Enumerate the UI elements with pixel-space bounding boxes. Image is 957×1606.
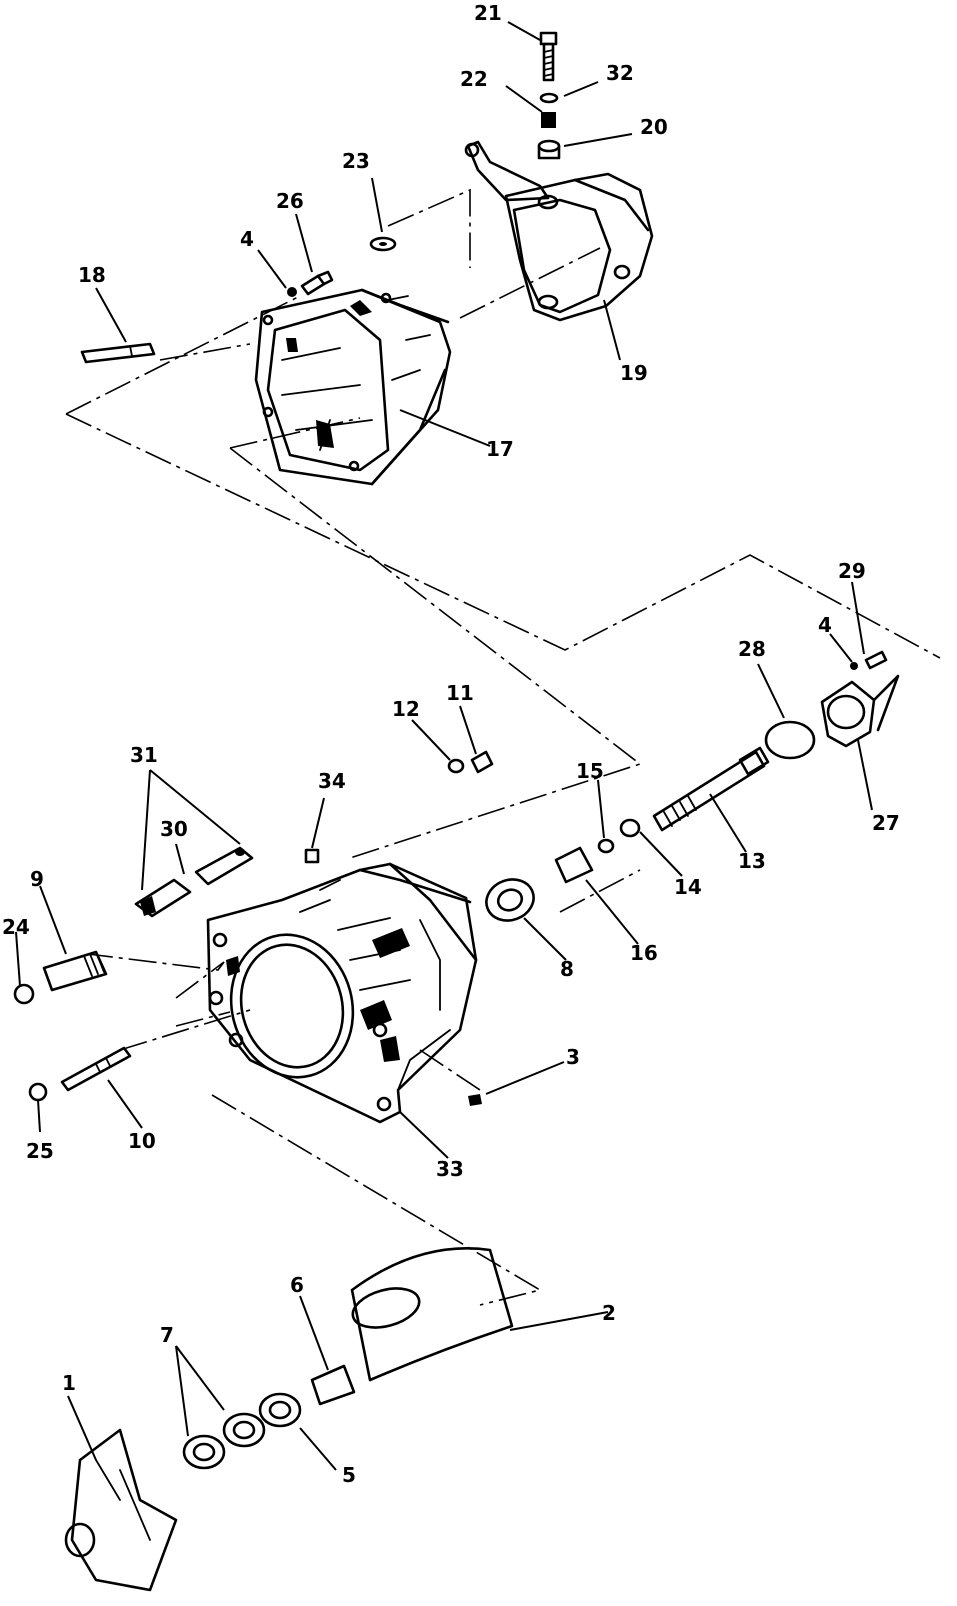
callout-27: 27 <box>872 811 900 835</box>
callout-20: 20 <box>640 115 668 139</box>
drive-shaft-assembly <box>485 650 900 922</box>
small-hardware-middle <box>13 750 494 1106</box>
callout-23: 23 <box>342 149 370 173</box>
part-33-main-housing <box>206 862 478 1124</box>
callout-29: 29 <box>838 559 866 583</box>
callout-5: 5 <box>342 1463 356 1487</box>
callout-4-second: 4 <box>818 613 832 637</box>
callout-2: 2 <box>602 1301 616 1325</box>
callout-6: 6 <box>290 1273 304 1297</box>
callout-3: 3 <box>566 1045 580 1069</box>
callout-18: 18 <box>78 263 106 287</box>
callout-25: 25 <box>26 1139 54 1163</box>
part-19-nozzle <box>464 140 654 322</box>
part-17-housing <box>254 288 452 486</box>
callout-16: 16 <box>630 941 658 965</box>
callout-7: 7 <box>160 1323 174 1347</box>
callout-26: 26 <box>276 189 304 213</box>
callout-10: 10 <box>128 1129 156 1153</box>
callout-14: 14 <box>674 875 702 899</box>
small-hardware-top <box>80 31 561 364</box>
callout-34: 34 <box>318 769 346 793</box>
impeller-wear-ring-assembly <box>64 1247 514 1592</box>
callout-12: 12 <box>392 697 420 721</box>
callout-13: 13 <box>738 849 766 873</box>
callout-33: 33 <box>436 1157 464 1181</box>
callout-32: 32 <box>606 61 634 85</box>
callout-4: 4 <box>240 227 254 251</box>
callout-9: 9 <box>30 867 44 891</box>
callout-21: 21 <box>474 1 502 25</box>
callout-30: 30 <box>160 817 188 841</box>
assembly-guide-lines <box>65 188 941 1306</box>
callout-8: 8 <box>560 957 574 981</box>
leader-lines <box>15 21 873 1471</box>
callout-24: 24 <box>2 915 30 939</box>
callout-17: 17 <box>486 437 514 461</box>
callout-19: 19 <box>620 361 648 385</box>
callout-15: 15 <box>576 759 604 783</box>
callout-labels: 1 2 3 4 5 6 7 8 9 10 11 12 13 14 15 16 1… <box>2 1 900 1487</box>
callout-28: 28 <box>738 637 766 661</box>
callout-11: 11 <box>446 681 474 705</box>
callout-31: 31 <box>130 743 158 767</box>
callout-22: 22 <box>460 67 488 91</box>
callout-1: 1 <box>62 1371 76 1395</box>
